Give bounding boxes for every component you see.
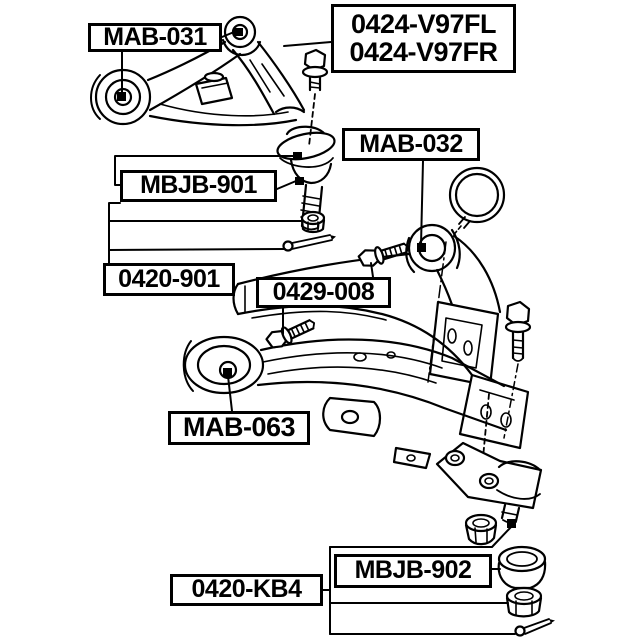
upper-castle-nut-drawing bbox=[300, 210, 326, 234]
arm-bolt-upper-drawing bbox=[357, 242, 410, 267]
callout-box-mab-032: MAB-032 bbox=[342, 128, 480, 161]
callout-leader-lines bbox=[108, 31, 516, 635]
arm-bolt-lower-drawing bbox=[265, 319, 316, 349]
callout-text-mbjb-901: MBJB-901 bbox=[140, 171, 257, 200]
callout-text-mab-031: MAB-031 bbox=[103, 22, 207, 51]
callout-box-0429-008: 0429-008 bbox=[256, 277, 391, 308]
snap-ring-drawing bbox=[446, 166, 506, 244]
callout-box-mab-063: MAB-063 bbox=[168, 411, 310, 445]
callout-text-0429-008: 0429-008 bbox=[272, 277, 375, 306]
callout-text-0424-v97fl: 0424-V97FL bbox=[350, 8, 497, 39]
callout-target-squares bbox=[117, 28, 516, 528]
crossmember-bolt-drawing bbox=[503, 300, 532, 439]
upper-ball-joint-drawing bbox=[274, 106, 336, 231]
callout-text-mbjb-902: MBJB-902 bbox=[354, 556, 472, 585]
lower-control-arm-drawing bbox=[182, 335, 508, 432]
callout-text-0420-901: 0420-901 bbox=[118, 264, 220, 293]
callout-text-0424-v97fr: 0424-V97FR bbox=[349, 36, 498, 67]
callout-box-0420-kb4: 0420-KB4 bbox=[170, 574, 323, 606]
callout-box-mbjb-902: MBJB-902 bbox=[334, 554, 492, 588]
lower-castle-nut-drawing bbox=[505, 586, 543, 618]
upper-cotter-pin-drawing bbox=[282, 234, 336, 252]
callout-text-mab-063: MAB-063 bbox=[182, 412, 296, 443]
callout-text-0420-kb4: 0420-KB4 bbox=[191, 575, 302, 604]
upper-control-arm-drawing bbox=[90, 15, 306, 127]
callout-box-mbjb-901: MBJB-901 bbox=[120, 170, 277, 202]
lower-cotter-pin-drawing bbox=[514, 618, 555, 637]
lower-ball-joint-drawing bbox=[435, 393, 543, 524]
callout-box-0420-901: 0420-901 bbox=[103, 263, 235, 296]
upper-arm-pinch-bolt-drawing bbox=[301, 48, 329, 147]
callout-box-0424-v97: 0424-V97FL 0424-V97FR bbox=[331, 4, 516, 73]
ball-joint-cap-nut-drawing bbox=[464, 513, 498, 546]
ball-joint-dust-boot-drawing bbox=[497, 545, 547, 590]
callout-text-mab-032: MAB-032 bbox=[359, 129, 463, 158]
callout-box-mab-031: MAB-031 bbox=[88, 23, 222, 52]
